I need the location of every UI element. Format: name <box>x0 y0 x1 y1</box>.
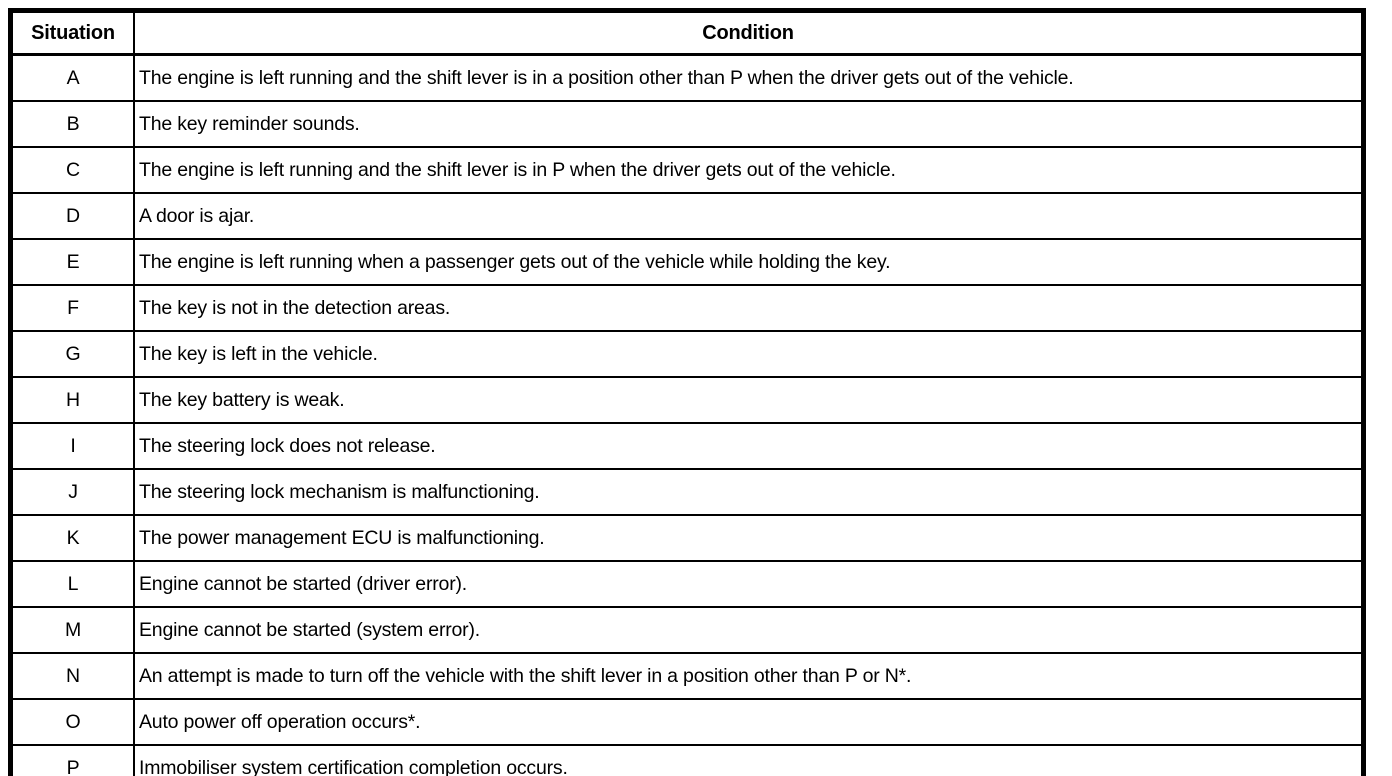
situation-cell: A <box>9 53 135 102</box>
situation-cell: K <box>9 514 135 562</box>
condition-cell: A door is ajar. <box>133 192 1365 240</box>
table-row: J The steering lock mechanism is malfunc… <box>9 468 1365 516</box>
condition-cell: The engine is left running and the shift… <box>133 53 1365 102</box>
situation-cell: N <box>9 652 135 700</box>
table-row: P Immobiliser system certification compl… <box>9 744 1365 776</box>
table-row: I The steering lock does not release. <box>9 422 1365 470</box>
situation-condition-table: Situation Condition A The engine is left… <box>8 8 1366 776</box>
situation-cell: G <box>9 330 135 378</box>
situation-cell: F <box>9 284 135 332</box>
table-row: K The power management ECU is malfunctio… <box>9 514 1365 562</box>
situation-cell: C <box>9 146 135 194</box>
situation-cell: J <box>9 468 135 516</box>
condition-cell: The engine is left running when a passen… <box>133 238 1365 286</box>
table-header: Situation Condition <box>9 9 1365 56</box>
table-row: L Engine cannot be started (driver error… <box>9 560 1365 608</box>
condition-cell: The key is left in the vehicle. <box>133 330 1365 378</box>
table-row: N An attempt is made to turn off the veh… <box>9 652 1365 700</box>
condition-cell: An attempt is made to turn off the vehic… <box>133 652 1365 700</box>
situation-cell: D <box>9 192 135 240</box>
table-body: A The engine is left running and the shi… <box>9 53 1365 776</box>
table-row: C The engine is left running and the shi… <box>9 146 1365 194</box>
condition-cell: Auto power off operation occurs*. <box>133 698 1365 746</box>
condition-cell: The power management ECU is malfunctioni… <box>133 514 1365 562</box>
condition-cell: The steering lock does not release. <box>133 422 1365 470</box>
column-header-situation: Situation <box>9 9 135 56</box>
table-row: H The key battery is weak. <box>9 376 1365 424</box>
condition-cell: The steering lock mechanism is malfuncti… <box>133 468 1365 516</box>
situation-cell: M <box>9 606 135 654</box>
table-row: E The engine is left running when a pass… <box>9 238 1365 286</box>
situation-cell: B <box>9 100 135 148</box>
condition-cell: The key is not in the detection areas. <box>133 284 1365 332</box>
situation-cell: E <box>9 238 135 286</box>
condition-cell: Engine cannot be started (driver error). <box>133 560 1365 608</box>
table-row: A The engine is left running and the shi… <box>9 53 1365 102</box>
header-row: Situation Condition <box>9 9 1365 56</box>
situation-cell: I <box>9 422 135 470</box>
table-row: M Engine cannot be started (system error… <box>9 606 1365 654</box>
situation-cell: P <box>9 744 135 776</box>
condition-cell: Engine cannot be started (system error). <box>133 606 1365 654</box>
table-row: F The key is not in the detection areas. <box>9 284 1365 332</box>
condition-cell: The key battery is weak. <box>133 376 1365 424</box>
table-row: G The key is left in the vehicle. <box>9 330 1365 378</box>
table-row: B The key reminder sounds. <box>9 100 1365 148</box>
condition-cell: Immobiliser system certification complet… <box>133 744 1365 776</box>
condition-cell: The engine is left running and the shift… <box>133 146 1365 194</box>
table-row: O Auto power off operation occurs*. <box>9 698 1365 746</box>
table-row: D A door is ajar. <box>9 192 1365 240</box>
situation-cell: O <box>9 698 135 746</box>
condition-cell: The key reminder sounds. <box>133 100 1365 148</box>
situation-cell: H <box>9 376 135 424</box>
column-header-condition: Condition <box>133 9 1365 56</box>
situation-cell: L <box>9 560 135 608</box>
